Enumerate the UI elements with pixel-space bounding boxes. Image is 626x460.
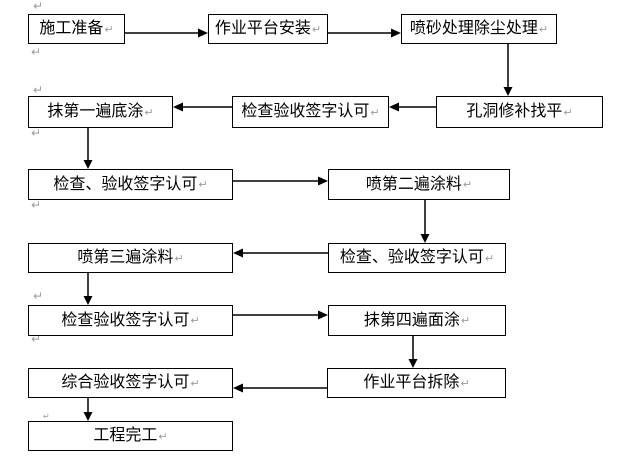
flow-node-inspection-acceptance-sign-2: 检查、验收签字认可↵: [28, 169, 233, 200]
paragraph-return-icon: ↵: [174, 251, 184, 265]
paragraph-return-icon: ↵: [460, 314, 471, 327]
flow-node-label: 检查验收签字认可: [241, 103, 370, 120]
arrow-n10-n11: [83, 273, 93, 305]
paragraph-return-icon: ↵: [144, 105, 154, 119]
arrow-n14-n15: [83, 398, 93, 421]
paragraph-return-icon: ↵: [484, 251, 495, 265]
flow-node-platform-installation: 作业平台安装↵: [208, 14, 328, 44]
paragraph-return-icon: ↵: [311, 22, 322, 36]
arrow-n2-n3: [328, 28, 401, 38]
flow-node-comprehensive-acceptance-sign: 综合验收签字认可↵: [28, 368, 233, 398]
arrow-n3-n4: [503, 44, 513, 96]
arrow-n12-n13: [408, 336, 418, 368]
arrow-n4-n5: [389, 102, 436, 112]
flow-node-fourth-finish-coat: 抹第四遍面涂↵: [328, 305, 506, 336]
arrow-n11-n12: [233, 310, 328, 320]
flow-node-label: 抹第四遍面涂: [363, 311, 460, 329]
paragraph-return-icon: ↵: [31, 332, 42, 346]
flow-node-label: 综合验收签字认可: [61, 374, 190, 391]
flow-node-construction-preparation: 施工准备↵: [28, 14, 125, 44]
paragraph-return-icon: ↵: [538, 22, 549, 36]
flow-node-label: 作业平台安装: [214, 20, 311, 37]
flow-node-project-completion: 工程完工↵: [28, 421, 233, 451]
paragraph-return-icon: ↵: [31, 126, 42, 140]
flow-node-label: 施工准备: [39, 20, 104, 37]
paragraph-return-icon: ↵: [190, 376, 200, 390]
flow-node-sandblast-dust-removal: 喷砂处理除尘处理↵: [401, 14, 557, 44]
arrow-n8-n9: [420, 200, 430, 243]
flow-node-second-coat-spray: 喷第二遍涂料↵: [328, 169, 510, 200]
paragraph-return-icon: ↵: [104, 22, 114, 36]
paragraph-return-icon: ↵: [370, 105, 380, 119]
paragraph-return-icon: ↵: [190, 314, 200, 327]
flow-node-inspection-acceptance-sign-4: 检查验收签字认可↵: [28, 305, 233, 336]
flow-node-label: 喷第三遍涂料: [77, 249, 174, 266]
flow-node-hole-repair-leveling: 孔洞修补找平↵: [436, 96, 603, 128]
arrow-n6-n7: [83, 128, 93, 169]
flow-node-label: 检查、验收签字认可: [339, 249, 484, 266]
flow-node-label: 抹第一遍底涂: [47, 103, 144, 120]
arrow-n1-n2: [125, 28, 208, 38]
paragraph-return-icon: ↵: [462, 178, 473, 191]
paragraph-return-icon: ↵: [158, 429, 168, 443]
arrow-n9-n10: [233, 248, 328, 258]
flow-node-label: 喷第二遍涂料: [365, 175, 462, 193]
flow-node-third-coat-spray: 喷第三遍涂料↵: [28, 243, 233, 273]
flow-node-platform-removal: 作业平台拆除↵: [327, 368, 506, 398]
arrow-n13-n14: [233, 383, 327, 393]
flow-node-label: 检查、验收签字认可: [53, 175, 198, 193]
flow-node-inspection-acceptance-sign-1: 检查验收签字认可↵: [232, 96, 389, 128]
arrow-n7-n8: [233, 176, 328, 186]
paragraph-return-icon: ↵: [31, 45, 42, 59]
paragraph-return-icon: ↵: [43, 412, 50, 421]
flow-node-inspection-acceptance-sign-3: 检查、验收签字认可↵: [328, 243, 506, 273]
flow-node-label: 检查验收签字认可: [61, 311, 190, 329]
paragraph-return-icon: ↵: [563, 105, 573, 119]
flow-node-label: 喷砂处理除尘处理: [409, 20, 538, 37]
paragraph-return-icon: ↵: [460, 376, 470, 390]
flow-node-label: 孔洞修补找平: [466, 103, 563, 120]
paragraph-return-icon: ↵: [33, 0, 44, 13]
paragraph-return-icon: ↵: [33, 289, 44, 303]
paragraph-return-icon: ↵: [31, 198, 42, 212]
flow-node-label: 作业平台拆除: [363, 374, 460, 391]
paragraph-return-icon: ↵: [33, 83, 44, 97]
flow-node-first-primer-coat: 抹第一遍底涂↵: [28, 96, 173, 128]
flow-node-label: 工程完工: [93, 427, 158, 444]
arrow-n5-n6: [173, 102, 232, 112]
paragraph-return-icon: ↵: [198, 178, 208, 191]
